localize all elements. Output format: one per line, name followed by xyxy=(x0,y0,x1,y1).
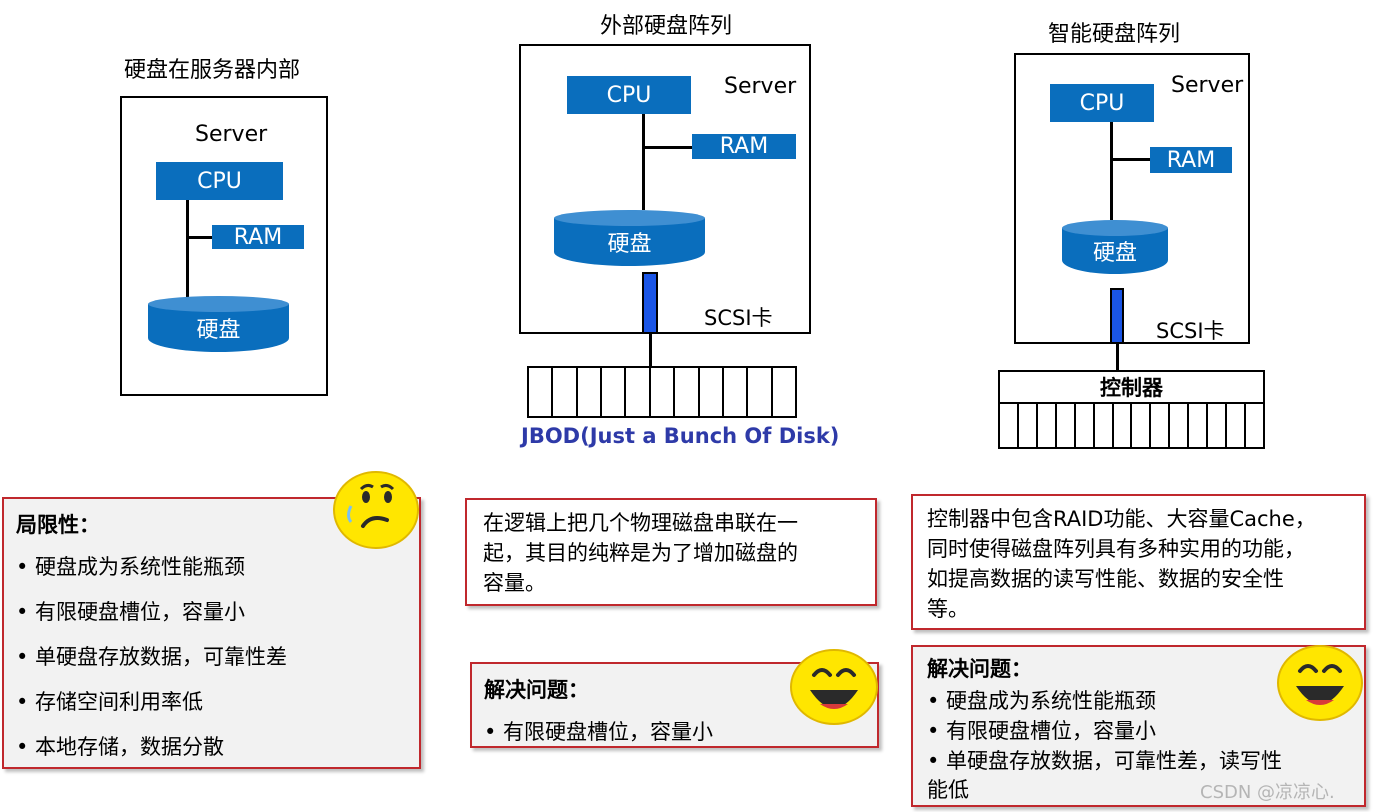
smart-server-label: Server xyxy=(1171,73,1244,98)
happy-face-icon xyxy=(1277,645,1363,721)
limitation-item: • 本地存储，数据分散 xyxy=(16,735,225,759)
disk-slot xyxy=(553,368,578,416)
smart-ram-box: RAM xyxy=(1150,147,1232,173)
external-scsi-card xyxy=(642,272,658,334)
smart-scsi-label: SCSI卡 xyxy=(1156,319,1225,343)
jbod-description-line: 容量。 xyxy=(483,571,546,595)
internal-panel-title: 硬盘在服务器内部 xyxy=(124,58,301,83)
jbod-description-line: 起，其目的纯粹是为了增加磁盘的 xyxy=(483,541,798,565)
disk-slot xyxy=(700,368,724,416)
jbod-description-note: 在逻辑上把几个物理磁盘串联在一 起，其目的纯粹是为了增加磁盘的 容量。 xyxy=(465,498,877,606)
jbod-disk-slots xyxy=(527,366,797,418)
smart-disk-cylinder: 硬盘 xyxy=(1062,220,1168,274)
jbod-solved-item: • 有限硬盘槽位，容量小 xyxy=(484,720,714,744)
controller-box: 控制器 xyxy=(998,370,1265,404)
smart-bus-line xyxy=(1110,122,1113,220)
internal-server-label: Server xyxy=(195,122,268,147)
external-ram-connector xyxy=(642,146,692,149)
smart-description-line: 控制器中包含RAID功能、大容量Cache， xyxy=(927,507,1316,531)
smart-ram-connector xyxy=(1110,158,1150,161)
disk-slot xyxy=(1038,404,1057,447)
limitations-note: 局限性： • 硬盘成为系统性能瓶颈 • 有限硬盘槽位，容量小 • 单硬盘存放数据… xyxy=(2,497,421,769)
worried-face-icon xyxy=(333,471,419,549)
disk-slot xyxy=(1246,404,1263,447)
disk-slot xyxy=(1114,404,1133,447)
limitation-item: • 硬盘成为系统性能瓶颈 xyxy=(16,555,246,579)
internal-ram-connector xyxy=(186,236,212,239)
disk-slot xyxy=(1189,404,1209,447)
smart-description-note: 控制器中包含RAID功能、大容量Cache， 同时使得磁盘阵列具有多种实用的功能… xyxy=(911,494,1366,630)
disk-slot xyxy=(626,368,651,416)
internal-ram-box: RAM xyxy=(212,225,304,250)
external-panel-title: 外部硬盘阵列 xyxy=(600,14,733,39)
smart-description-line: 如提高数据的读写性能、数据的安全性 xyxy=(927,567,1284,591)
jbod-description-line: 在逻辑上把几个物理磁盘串联在一 xyxy=(483,511,798,535)
external-disk-cylinder: 硬盘 xyxy=(554,210,705,266)
disk-slot xyxy=(529,368,554,416)
disk-slot xyxy=(1057,404,1076,447)
disk-slot xyxy=(748,368,773,416)
smart-solved-item-wrap: 能低 xyxy=(927,778,969,802)
smart-description-line: 同时使得磁盘阵列具有多种实用的功能， xyxy=(927,537,1305,561)
disk-slot xyxy=(1132,404,1152,447)
disk-slot xyxy=(1170,404,1190,447)
internal-bus-line xyxy=(186,200,189,298)
disk-slot xyxy=(1019,404,1038,447)
smart-description-line: 等。 xyxy=(927,597,969,621)
smart-solved-item: • 硬盘成为系统性能瓶颈 xyxy=(927,689,1157,713)
limitation-item: • 存储空间利用率低 xyxy=(16,690,204,714)
disk-slot xyxy=(578,368,603,416)
external-scsi-label: SCSI卡 xyxy=(704,306,773,330)
disk-slot xyxy=(773,368,795,416)
smart-disk-slots xyxy=(998,402,1265,449)
limitation-item: • 单硬盘存放数据，可靠性差 xyxy=(16,645,288,669)
external-cable-line xyxy=(649,334,652,366)
happy-face-icon xyxy=(790,649,878,725)
smart-cable-line xyxy=(1116,344,1119,370)
disk-slot xyxy=(651,368,676,416)
disk-slot xyxy=(1000,404,1019,447)
external-disk-label: 硬盘 xyxy=(607,232,652,257)
internal-disk-label: 硬盘 xyxy=(196,318,241,343)
external-server-label: Server xyxy=(724,74,797,99)
jbod-label: JBOD(Just a Bunch Of Disk) xyxy=(521,424,840,448)
limitations-heading: 局限性： xyxy=(16,513,100,537)
disk-slot xyxy=(602,368,627,416)
internal-cpu-box: CPU xyxy=(156,162,283,200)
disk-slot xyxy=(1151,404,1171,447)
smart-solved-item: • 单硬盘存放数据，可靠性差，读写性 xyxy=(927,749,1283,773)
smart-solved-heading: 解决问题： xyxy=(927,657,1032,681)
disk-slot xyxy=(724,368,749,416)
watermark: CSDN @凉凉心. xyxy=(1200,782,1335,803)
external-ram-box: RAM xyxy=(692,134,796,159)
smart-disk-label: 硬盘 xyxy=(1092,241,1137,266)
external-bus-line xyxy=(642,114,645,210)
disk-slot xyxy=(1227,404,1246,447)
smart-solved-item: • 有限硬盘槽位，容量小 xyxy=(927,719,1157,743)
smart-panel-title: 智能硬盘阵列 xyxy=(1048,22,1181,47)
jbod-solved-heading: 解决问题： xyxy=(484,678,589,702)
disk-slot xyxy=(1208,404,1228,447)
internal-disk-cylinder: 硬盘 xyxy=(148,296,289,352)
smart-scsi-card xyxy=(1110,288,1124,344)
smart-cpu-box: CPU xyxy=(1050,84,1154,122)
disk-slot xyxy=(675,368,700,416)
external-cpu-box: CPU xyxy=(567,76,691,114)
disk-slot xyxy=(1095,404,1114,447)
disk-slot xyxy=(1076,404,1095,447)
limitation-item: • 有限硬盘槽位，容量小 xyxy=(16,600,246,624)
